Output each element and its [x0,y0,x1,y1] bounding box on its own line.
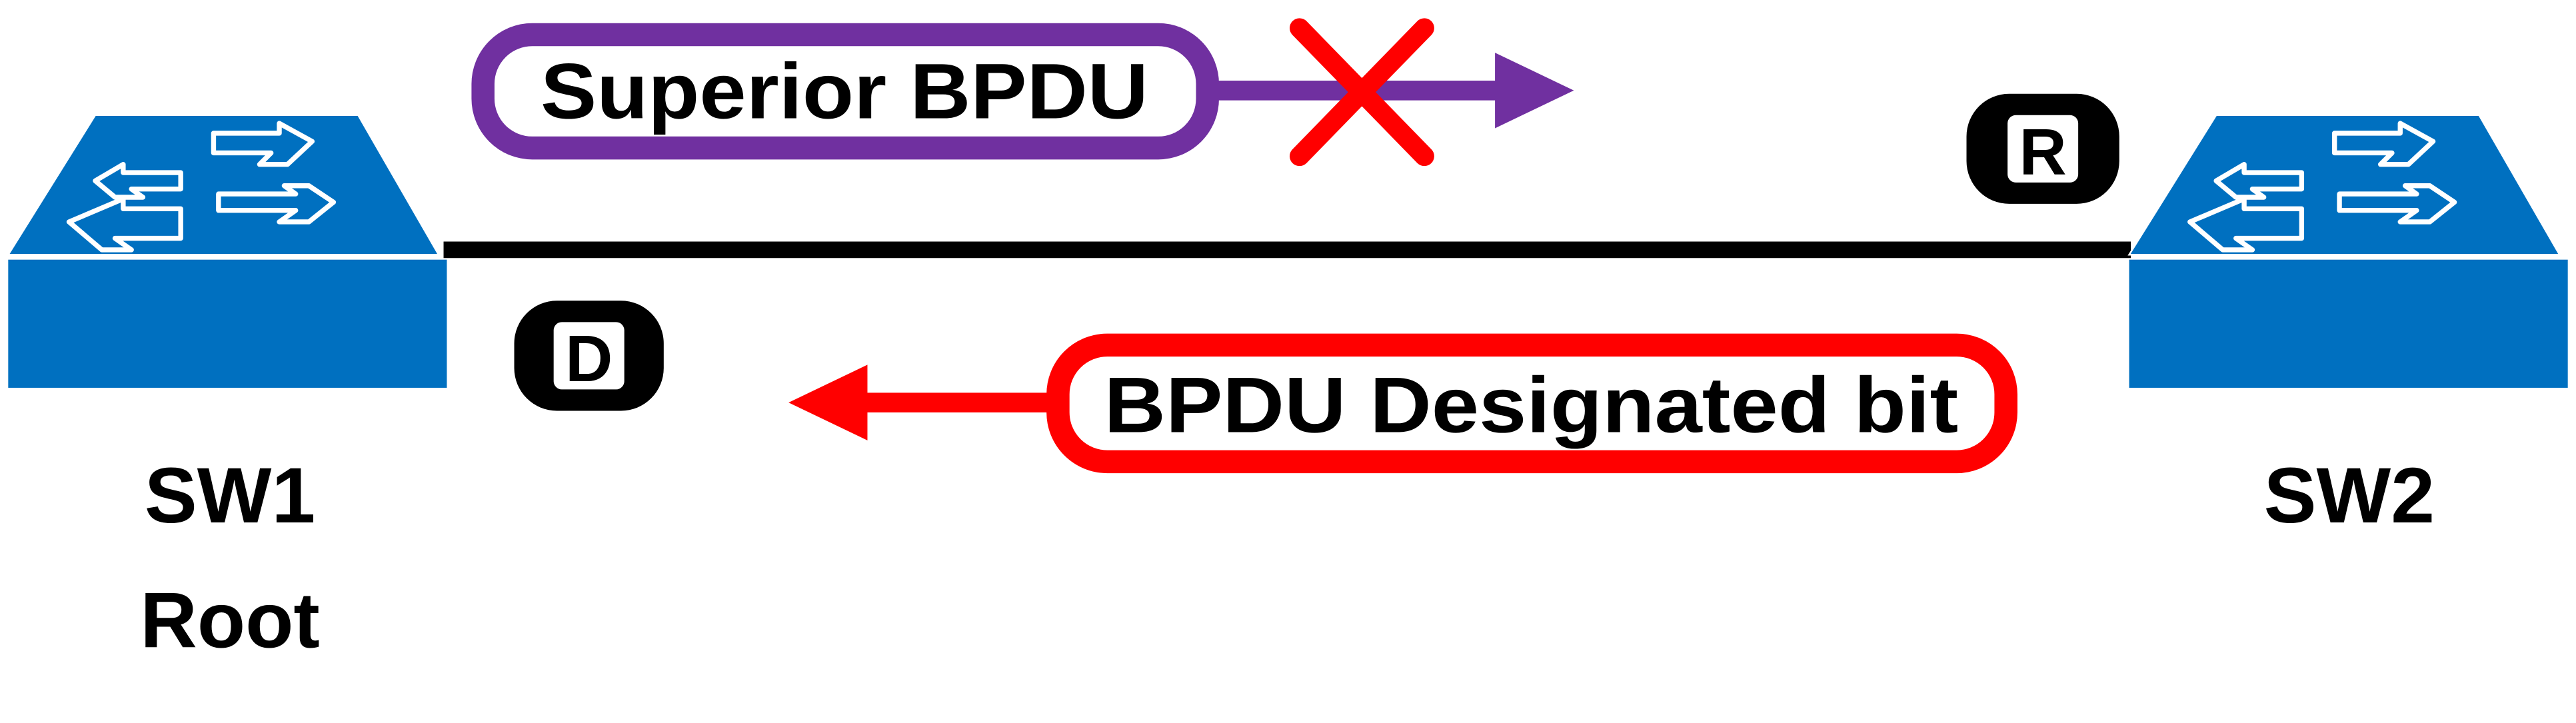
sw1-label: SW1 [145,452,315,540]
svg-text:D: D [565,322,613,395]
svg-text:BPDU Designated bit: BPDU Designated bit [1104,361,1958,449]
designated-port-badge: D [514,301,664,411]
sw2-switch-icon [2129,115,2568,388]
sw2-label: SW2 [2264,452,2435,540]
blocked-x-icon [1289,18,1434,167]
sw1-switch-icon [8,115,447,388]
sw1-role-label: Root [140,576,319,664]
root-port-badge: R [1966,93,2119,204]
svg-text:R: R [2019,115,2067,188]
svg-text:Superior BPDU: Superior BPDU [541,48,1148,136]
superior-bpdu-message: Superior BPDU [471,23,1574,160]
designated-bpdu-message: BPDU Designated bit [788,333,2017,474]
